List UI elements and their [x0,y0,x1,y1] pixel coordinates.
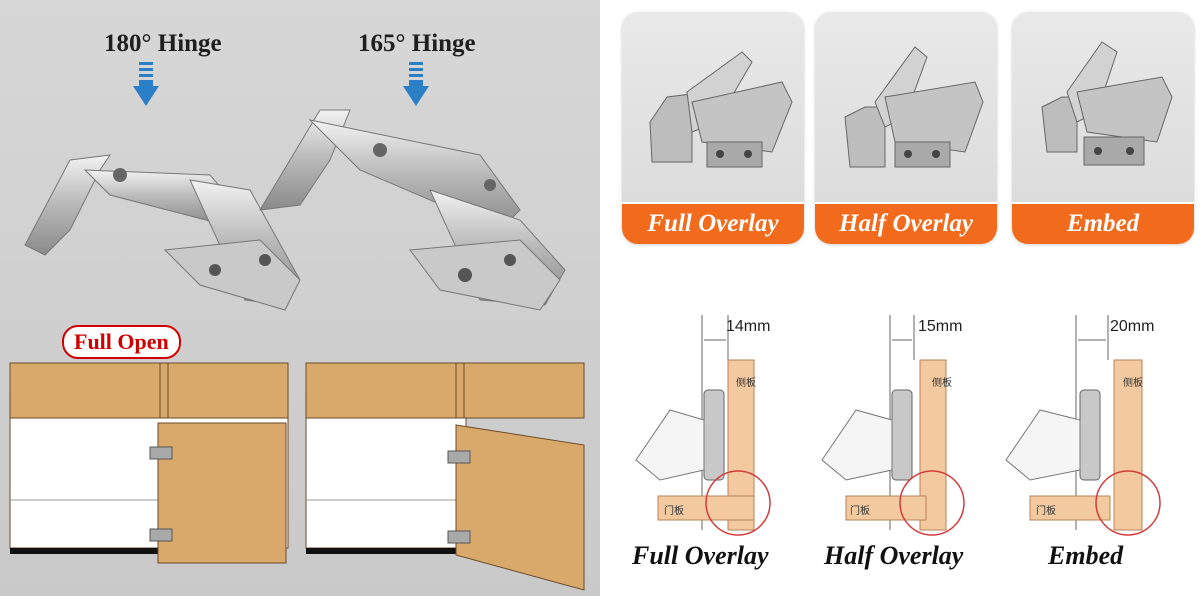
diagram-title: Full Overlay [632,541,769,570]
card-embed: Embed [1012,12,1194,244]
card-label: Half Overlay [815,204,997,244]
cabinet-illustrations [9,362,585,591]
hinge-photo [622,12,804,202]
card-half-overlay: Half Overlay [815,12,997,244]
door-panel-label: 门板 [850,504,870,517]
measure-label: 14mm [726,318,771,335]
door-panel-label: 门板 [1036,504,1056,517]
hinges-photo [24,109,566,311]
side-panel-label: 侧板 [736,376,756,389]
hinge-165-label: 165° Hinge [358,30,476,57]
down-arrow-icon [403,62,429,106]
right-panel: Full Overlay Half Overlay Embed [600,0,1200,596]
diagram-title: Embed [1048,541,1124,570]
overlay-diagrams: 侧板 侧板 侧板 门板 门板 门板 [635,315,1161,536]
down-arrow-icon [133,62,159,106]
card-full-overlay: Full Overlay [622,12,804,244]
diagram-half-overlay [821,315,965,536]
hinge-180-image [24,154,301,311]
cabinet-180-open [9,362,289,564]
cabinet-165-open [305,362,585,591]
hinge-photo [1012,12,1194,202]
door-panel-label: 门板 [664,504,684,517]
side-panel-label: 侧板 [1123,376,1143,389]
card-label: Full Overlay [622,204,804,244]
left-panel: 180° Hinge 165° Hinge [0,0,600,596]
hinge-180-label: 180° Hinge [104,30,222,57]
diagram-full-overlay [635,315,771,536]
hinge-photo [815,12,997,202]
measure-label: 20mm [1110,318,1155,335]
diagram-embed [1005,315,1161,536]
card-label: Embed [1012,204,1194,244]
measure-label: 15mm [918,318,963,335]
side-panel-label: 侧板 [932,376,952,389]
hinge-165-image [259,109,566,311]
full-open-badge: Full Open [62,325,181,359]
diagram-title: Half Overlay [824,541,964,570]
